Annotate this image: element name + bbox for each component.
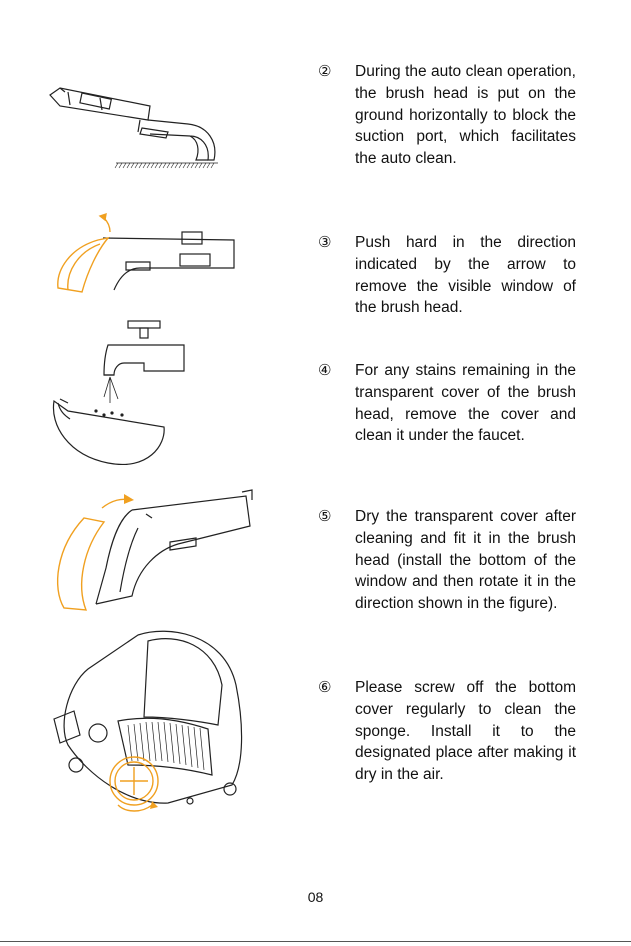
step-text: For any stains remaining in the transpar… xyxy=(355,362,576,445)
faucet-cleaning-illustration xyxy=(52,320,185,465)
step-text: Push hard in the direction indicated by … xyxy=(355,234,576,317)
brush-head-on-ground-illustration xyxy=(49,87,218,169)
step-text: During the auto clean operation, the bru… xyxy=(355,63,576,168)
bottom-divider xyxy=(0,941,631,942)
bottom-cover-illustration xyxy=(53,630,243,812)
page-number: 08 xyxy=(307,889,324,905)
step-number: ⑤ xyxy=(318,507,332,525)
remove-window-illustration xyxy=(57,212,235,293)
step-number: ④ xyxy=(318,361,332,379)
step-number: ② xyxy=(318,62,332,80)
step-text: Dry the transparent cover after cleaning… xyxy=(355,508,576,613)
step-number: ⑥ xyxy=(318,678,332,696)
fit-cover-illustration xyxy=(56,489,253,611)
step-number: ③ xyxy=(318,233,332,251)
step-text: Please screw off the bottom cover regula… xyxy=(355,679,576,784)
